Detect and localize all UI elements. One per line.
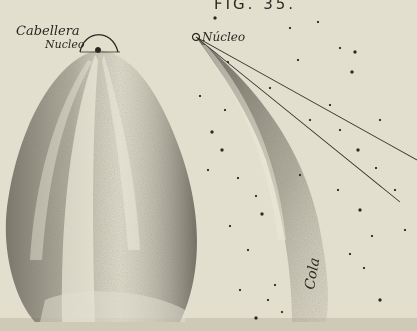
- star: [339, 129, 341, 131]
- star: [356, 148, 359, 151]
- star: [404, 229, 406, 231]
- star: [363, 267, 365, 269]
- star: [358, 208, 361, 211]
- star: [229, 225, 231, 227]
- star: [350, 70, 353, 73]
- star: [237, 177, 239, 179]
- figure-title: FIG. 35.: [214, 0, 296, 13]
- left-comet: [6, 35, 197, 322]
- star: [379, 119, 381, 121]
- star: [299, 174, 301, 176]
- star: [281, 311, 283, 313]
- star: [337, 189, 339, 191]
- star: [239, 289, 241, 291]
- star: [207, 169, 209, 171]
- star: [269, 87, 271, 89]
- star: [260, 212, 263, 215]
- star: [378, 298, 381, 301]
- star: [289, 27, 291, 29]
- star: [309, 119, 311, 121]
- label-nucleo-left: Nucleo: [45, 38, 85, 51]
- star: [317, 21, 319, 23]
- star: [255, 195, 257, 197]
- star: [297, 59, 299, 61]
- star: [210, 130, 213, 133]
- left-comet-stipple: [6, 50, 197, 322]
- star: [375, 167, 377, 169]
- star: [220, 148, 223, 151]
- star: [227, 61, 229, 63]
- star: [199, 95, 201, 97]
- star: [247, 249, 249, 251]
- label-cabellera: Cabellera: [16, 24, 80, 39]
- star: [329, 104, 331, 106]
- star: [224, 109, 226, 111]
- star: [371, 235, 373, 237]
- left-nucleus: [95, 47, 101, 53]
- star: [349, 253, 351, 255]
- ray-line-1: [196, 37, 417, 160]
- star: [267, 299, 269, 301]
- star: [254, 316, 257, 319]
- star: [274, 284, 276, 286]
- star: [213, 16, 216, 19]
- star: [394, 189, 396, 191]
- label-nucleo-right: Núcleo: [202, 30, 245, 44]
- star: [353, 50, 356, 53]
- star: [339, 47, 341, 49]
